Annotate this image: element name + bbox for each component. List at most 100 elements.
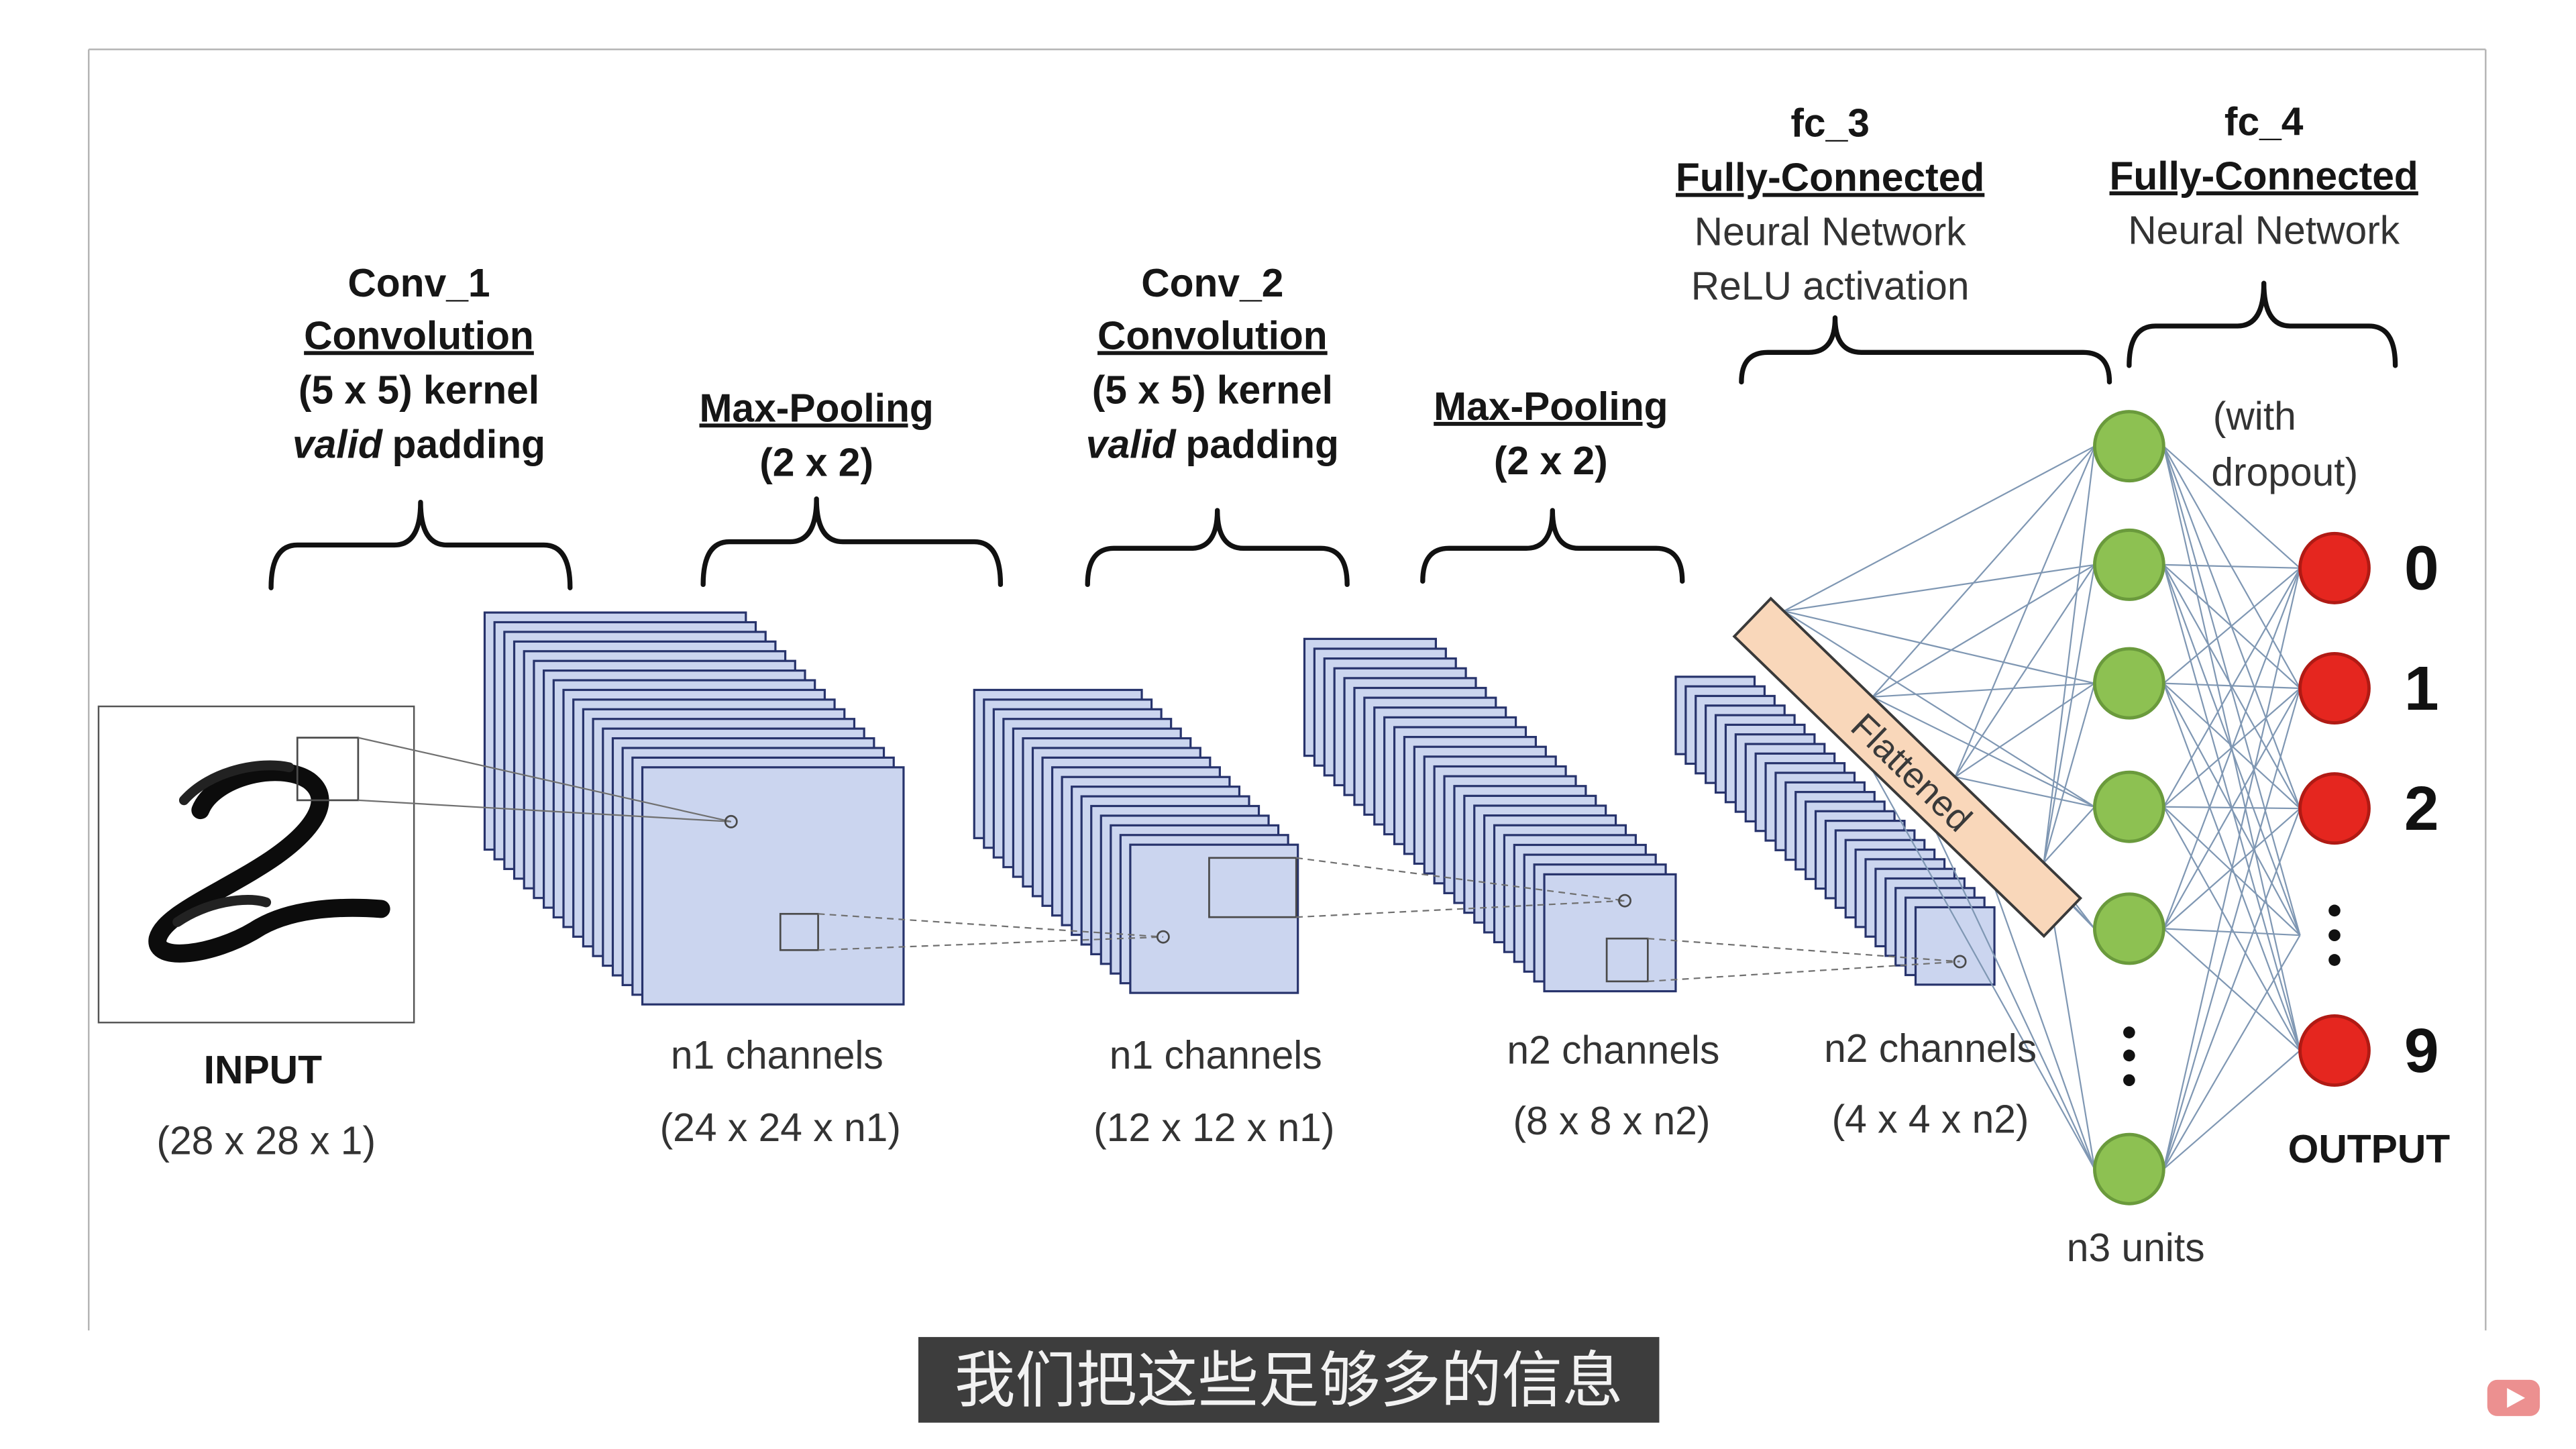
ellipsis-dot — [2123, 1074, 2135, 1087]
connection-line — [2163, 564, 2300, 569]
conv2-padding-word: padding — [1185, 423, 1338, 466]
feature-map-layer — [1129, 843, 1299, 994]
play-triangle-icon — [2507, 1388, 2526, 1408]
subtitle-background — [918, 1337, 1660, 1423]
output-units-ellipsis — [2328, 904, 2341, 966]
connection-line — [2163, 568, 2301, 929]
pool2-shape: (4 x 4 x n2) — [1832, 1098, 2029, 1142]
conv2-padding-style: valid — [1086, 423, 1177, 466]
pool2-brace — [1420, 508, 1685, 584]
conv2-layer-name: Conv_2 — [1141, 262, 1283, 305]
fc3-layer-type: Fully-Connected — [1676, 156, 1984, 200]
pool2-layer-type: Max-Pooling — [1434, 385, 1668, 429]
subtitle-text: 我们把这些足够多的信息 — [955, 1346, 1623, 1416]
connection-line — [1955, 776, 2095, 808]
ellipsis-dot — [2328, 929, 2341, 942]
connection-line — [2163, 568, 2301, 1169]
conv2-feature-map-stack — [1303, 637, 1677, 993]
conv1-channels: n1 channels — [671, 1034, 883, 1077]
conv1-padding-word: padding — [392, 423, 545, 466]
fc3-description: Neural Network — [1695, 211, 1967, 254]
pool1-header: Max-Pooling (2 x 2) — [699, 386, 1004, 588]
handwritten-digit-image — [148, 763, 390, 963]
connection-line — [1872, 564, 2096, 698]
connection-line — [1954, 564, 2096, 777]
conv2-channels: n2 channels — [1507, 1029, 1719, 1073]
connection-line — [2043, 806, 2096, 863]
connection-line — [2163, 688, 2301, 1170]
connection-line — [2163, 445, 2301, 569]
output-class-label: 9 — [2404, 1016, 2439, 1085]
conv2-layer-type: Convolution — [1097, 314, 1328, 358]
pool1-channels: n1 channels — [1110, 1034, 1322, 1077]
projection-line — [358, 799, 731, 822]
ellipsis-dot — [2328, 954, 2341, 966]
output-class-label: 2 — [2404, 773, 2439, 843]
receptive-field-projections — [358, 737, 1967, 983]
projection-line — [818, 913, 1163, 938]
conv2-brace — [1085, 508, 1350, 588]
youtube-logo-icon[interactable] — [2487, 1379, 2540, 1416]
handwritten-digit-image-shade — [172, 760, 294, 927]
conv1-brace — [268, 499, 573, 590]
connection-line — [2163, 567, 2301, 684]
ellipsis-dot — [2328, 904, 2341, 917]
pool1-feature-map-stack — [973, 688, 1299, 994]
output-unit-node — [2298, 652, 2371, 724]
output-class-label: 1 — [2404, 653, 2439, 723]
fc3-units-label: n3 units — [2067, 1226, 2205, 1270]
pool1-output-point — [1156, 930, 1170, 944]
output-class-label: 0 — [2404, 533, 2439, 603]
feature-map-layer — [1914, 906, 1996, 986]
fc4-dropout-note-line2: dropout) — [2211, 451, 2358, 494]
connection-line — [1783, 610, 2095, 684]
output-unit-node — [2298, 1014, 2371, 1087]
hidden-unit-node — [2093, 410, 2165, 483]
conv1-feature-map-stack — [483, 611, 905, 1006]
connection-line — [2163, 808, 2301, 1170]
pool1-shape: (12 x 12 x n1) — [1093, 1106, 1334, 1150]
connection-line — [2163, 568, 2301, 808]
pool1-kernel-window — [1208, 857, 1297, 918]
hidden-unit-node — [2093, 647, 2165, 720]
network-units — [2093, 410, 2371, 1205]
connection-line — [2163, 688, 2301, 929]
pool2-feature-map-stack — [1674, 676, 1996, 986]
connection-line — [2163, 928, 2300, 936]
connection-line — [2043, 564, 2096, 863]
output-unit-node — [2298, 531, 2371, 604]
output-unit-node — [2298, 772, 2371, 845]
connection-line — [2163, 445, 2301, 689]
conv1-shape: (24 x 24 x n1) — [660, 1106, 901, 1150]
connection-line — [2163, 682, 2300, 690]
connection-line — [1872, 445, 2096, 698]
fc3-header: fc_3 Fully-Connected Neural Network ReLU… — [1676, 102, 2112, 385]
conv2-pool-window — [1605, 937, 1649, 983]
fc4-brace — [2127, 280, 2398, 368]
projection-line — [1296, 857, 1625, 902]
conv1-layer-name: Conv_1 — [347, 262, 490, 305]
connection-line — [1783, 610, 2096, 808]
feature-map-layer — [1543, 873, 1677, 993]
pool2-output-point — [1953, 955, 1967, 969]
conv2-shape: (8 x 8 x n2) — [1513, 1099, 1710, 1143]
conv1-output-point — [724, 814, 738, 828]
conv1-layer-type: Convolution — [304, 314, 534, 358]
connection-line — [1872, 696, 2095, 808]
pool1-brace — [700, 496, 1004, 588]
fc4-dropout-note-line1: (with — [2213, 395, 2296, 439]
pool1-pool-size: (2 x 2) — [759, 441, 873, 484]
fc3-activation: ReLU activation — [1691, 265, 1970, 309]
projection-line — [818, 936, 1163, 951]
subtitle-caption: 我们把这些足够多的信息 — [918, 1337, 1660, 1423]
connection-line — [2043, 446, 2096, 863]
output-label: OUTPUT — [2288, 1128, 2451, 1171]
pool2-header: Max-Pooling (2 x 2) — [1420, 385, 1685, 584]
connection-line — [2163, 445, 2301, 936]
